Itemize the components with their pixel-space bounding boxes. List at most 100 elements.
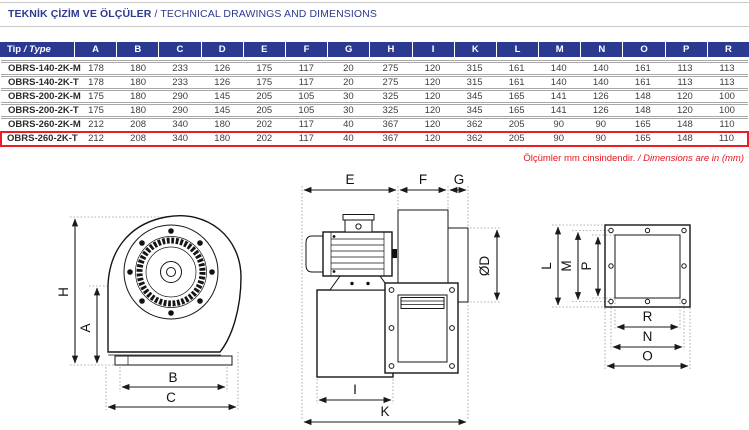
casing-box bbox=[316, 289, 394, 378]
dim-label-N: N bbox=[643, 329, 653, 344]
dim-label-A: A bbox=[78, 323, 93, 332]
dim-value: 180 bbox=[117, 88, 160, 104]
dim-value: 145 bbox=[201, 102, 244, 118]
dim-value: 180 bbox=[117, 102, 160, 118]
dim-value: 126 bbox=[579, 88, 622, 104]
dim-label-P: P bbox=[579, 261, 594, 270]
dim-value: 30 bbox=[327, 88, 370, 104]
col-header-I: I bbox=[411, 42, 454, 57]
dim-value: 20 bbox=[327, 74, 370, 90]
dim-value: 117 bbox=[285, 130, 328, 147]
ext-line bbox=[610, 304, 685, 350]
dim-value: 148 bbox=[663, 116, 706, 132]
dim-value: 315 bbox=[453, 74, 496, 90]
col-header-F: F bbox=[284, 42, 327, 57]
units-note-en: Dimensions are in (mm) bbox=[643, 153, 744, 164]
outlet-grille-lines bbox=[401, 300, 444, 305]
dim-value: 20 bbox=[327, 60, 370, 76]
dim-value: 140 bbox=[579, 60, 622, 76]
front-view-drawing: H A B C bbox=[56, 215, 242, 411]
dim-value: 40 bbox=[327, 130, 370, 147]
dim-value: 362 bbox=[453, 130, 496, 147]
dim-value: 165 bbox=[621, 116, 664, 132]
dim-value: 126 bbox=[579, 102, 622, 118]
gear-ring-teeth bbox=[136, 237, 206, 307]
gear-ring-outer bbox=[135, 236, 207, 308]
dim-value: 117 bbox=[285, 60, 328, 76]
units-note-sep: / bbox=[635, 153, 644, 164]
side-flange-opening bbox=[397, 294, 448, 363]
dim-value: 180 bbox=[117, 60, 160, 76]
dim-value: 113 bbox=[705, 60, 748, 76]
dim-label-E: E bbox=[345, 172, 354, 187]
dim-value: 120 bbox=[663, 102, 706, 118]
model-name: OBRS-140-2K-T bbox=[1, 74, 79, 90]
dim-value: 178 bbox=[75, 60, 118, 76]
dim-value: 148 bbox=[663, 130, 706, 147]
model-name: OBRS-200-2K-T bbox=[1, 102, 79, 118]
col-header-type: Tip / Type bbox=[0, 42, 74, 57]
dim-value: 110 bbox=[705, 130, 749, 147]
model-name: OBRS-200-2K-M bbox=[1, 88, 81, 104]
dim-value: 367 bbox=[369, 116, 412, 132]
dim-value: 90 bbox=[579, 130, 622, 147]
dim-value: 100 bbox=[705, 102, 748, 118]
model-name: OBRS-260-2K-T bbox=[0, 130, 78, 147]
dim-value: 290 bbox=[159, 102, 202, 118]
dim-value: 120 bbox=[411, 60, 454, 76]
page-title-separator: / bbox=[151, 8, 161, 20]
dim-value: 205 bbox=[243, 102, 286, 118]
top-rule bbox=[0, 2, 749, 3]
technical-drawings: H A B C bbox=[56, 172, 691, 426]
type-header-en: Type bbox=[29, 44, 51, 55]
dim-value: 175 bbox=[243, 60, 286, 76]
flange-opening-square bbox=[614, 234, 681, 299]
dim-value: 165 bbox=[495, 88, 538, 104]
dim-value: 275 bbox=[369, 74, 412, 90]
col-header-N: N bbox=[580, 42, 622, 57]
dim-value: 120 bbox=[411, 116, 454, 132]
dim-value: 233 bbox=[159, 60, 202, 76]
dim-value: 233 bbox=[159, 74, 202, 90]
dim-value: 208 bbox=[117, 130, 160, 147]
dim-label-D: ØD bbox=[477, 256, 492, 277]
dim-value: 345 bbox=[453, 102, 496, 118]
col-header-H: H bbox=[369, 42, 411, 57]
dim-value: 340 bbox=[159, 130, 202, 147]
type-header-tr: Tip bbox=[7, 44, 22, 55]
dim-value: 40 bbox=[327, 116, 370, 132]
page-title-turkish: TEKNİK ÇİZİM VE ÖLÇÜLER bbox=[8, 8, 152, 20]
dim-label-O: O bbox=[642, 349, 653, 364]
dim-value: 161 bbox=[621, 60, 664, 76]
dim-value: 212 bbox=[75, 116, 118, 132]
dim-value: 120 bbox=[411, 130, 454, 147]
fan-volute-outline bbox=[107, 215, 242, 353]
motor-fins bbox=[331, 238, 384, 270]
dim-value: 113 bbox=[663, 74, 706, 90]
dim-value: 148 bbox=[621, 102, 664, 118]
page-title-english: TECHNICAL DRAWINGS AND DIMENSIONS bbox=[160, 8, 377, 20]
dim-value: 145 bbox=[201, 88, 244, 104]
terminal-box-lid bbox=[342, 214, 375, 221]
dim-value: 113 bbox=[705, 74, 748, 90]
dim-label-C: C bbox=[166, 390, 176, 405]
dim-value: 180 bbox=[117, 74, 160, 90]
dim-value: 126 bbox=[201, 60, 244, 76]
dim-value: 113 bbox=[663, 60, 706, 76]
shaft-circle bbox=[166, 267, 176, 277]
dim-value: 161 bbox=[495, 60, 538, 76]
dim-value: 105 bbox=[285, 88, 328, 104]
dim-value: 30 bbox=[327, 102, 370, 118]
ext-line bbox=[592, 234, 615, 299]
dim-label-L: L bbox=[539, 262, 554, 270]
dim-value: 340 bbox=[159, 116, 202, 132]
motor-body bbox=[322, 231, 393, 277]
dim-value: 148 bbox=[621, 88, 664, 104]
dim-label-R: R bbox=[643, 309, 653, 324]
dim-value: 205 bbox=[243, 88, 286, 104]
dim-value: 175 bbox=[243, 74, 286, 90]
dim-value: 367 bbox=[369, 130, 412, 147]
